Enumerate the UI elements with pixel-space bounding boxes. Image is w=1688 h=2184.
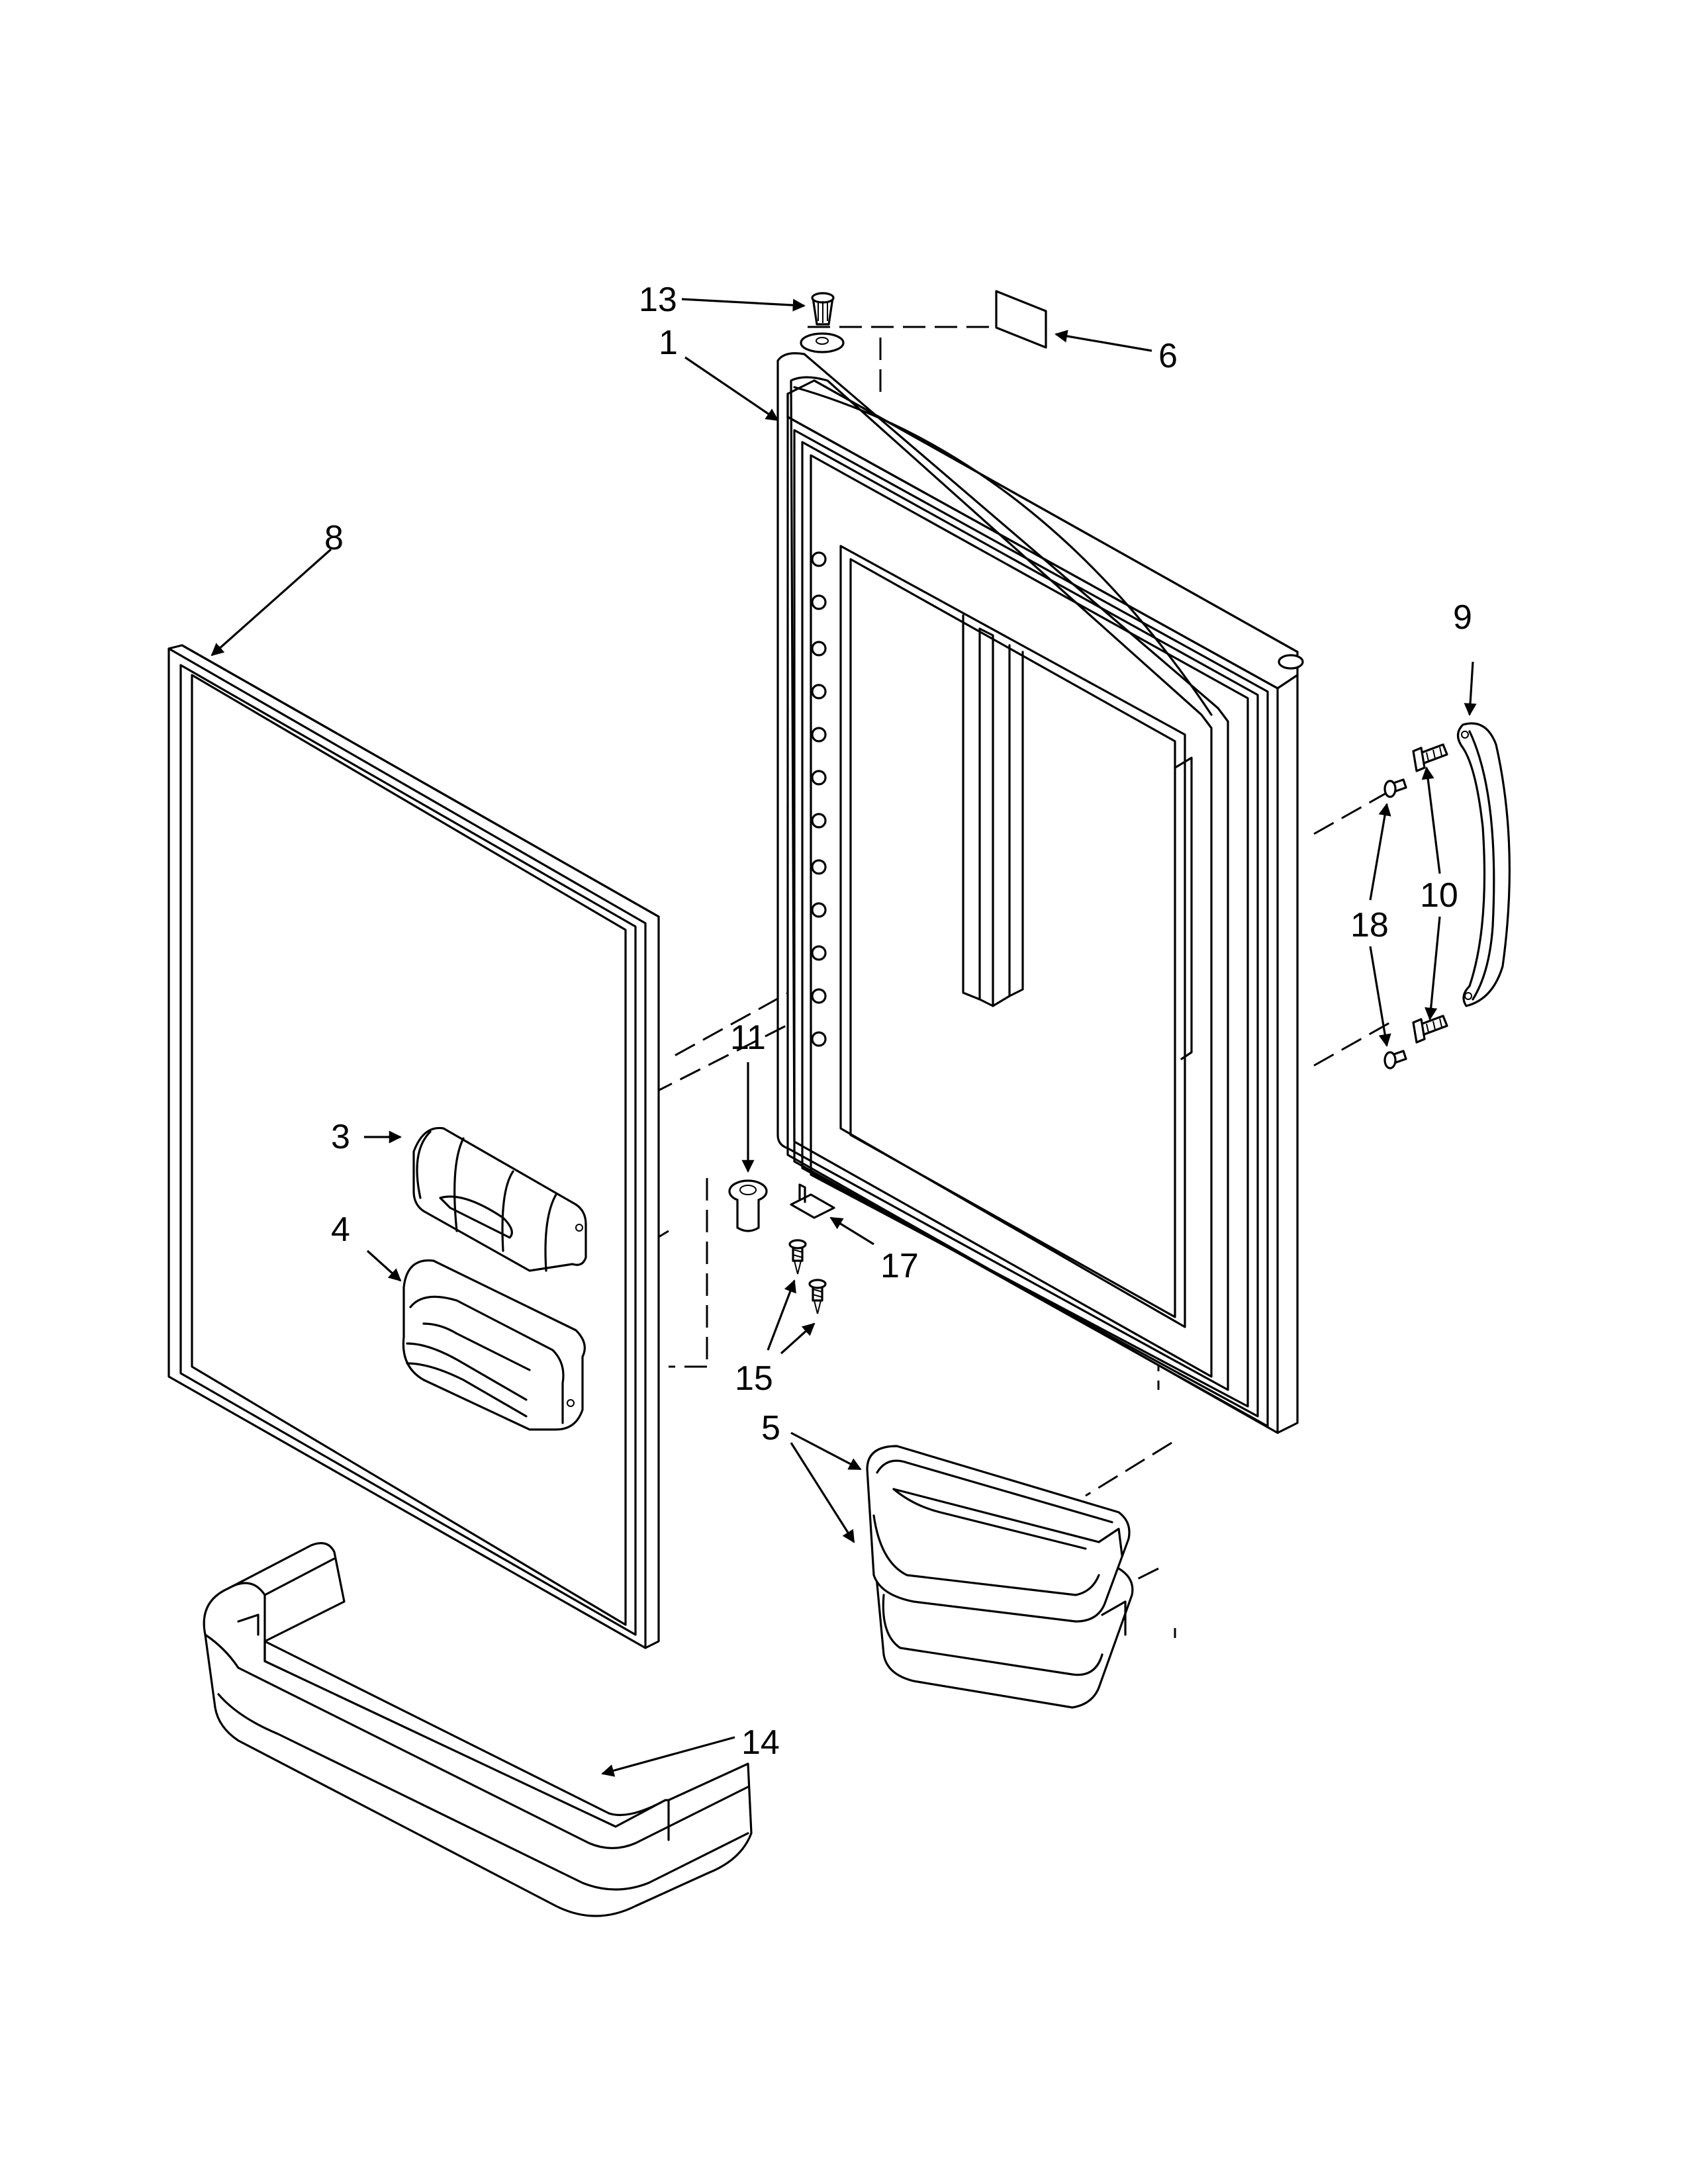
leader-6: [1055, 330, 1152, 352]
dispenser-cover: [412, 1126, 587, 1272]
door-handle: [1456, 722, 1511, 1007]
door-bins: [866, 1445, 1134, 1709]
leader-14: [601, 1736, 735, 1777]
callout-10: 10: [1420, 876, 1458, 915]
callout-6: 6: [1158, 337, 1178, 375]
leader-5-b: [790, 1442, 855, 1543]
leader-10-up: [1421, 766, 1441, 874]
handle-fasteners: [1383, 743, 1448, 1069]
grommet: [728, 1179, 768, 1232]
leader-15-a: [767, 1279, 796, 1351]
leader-15-b: [780, 1322, 816, 1355]
leader-9: [1464, 661, 1477, 716]
door-assembly: [776, 332, 1304, 1434]
callout-4: 4: [331, 1210, 350, 1249]
callouts: 13 1 6 8 9 10 18 11 3 4 17 15: [211, 281, 1477, 1777]
leader-18-down: [1369, 946, 1391, 1047]
callout-1: 1: [659, 324, 678, 362]
leader-13: [681, 298, 806, 312]
screws: [788, 1239, 827, 1314]
callout-3: 3: [331, 1118, 350, 1156]
callout-11: 11: [730, 1019, 766, 1057]
leader-5-a: [790, 1432, 862, 1471]
dispenser-bin: [402, 1259, 586, 1431]
leader-8: [211, 548, 332, 657]
leader-17: [829, 1216, 874, 1246]
callout-13: 13: [639, 281, 677, 319]
shelf-rail: [203, 1542, 753, 1917]
callout-15: 15: [735, 1359, 773, 1398]
door-plug: [811, 292, 835, 326]
callout-18: 18: [1350, 906, 1389, 944]
hinge-clip: [790, 1183, 835, 1219]
callout-14: 14: [741, 1723, 780, 1762]
shelf-clips: [811, 551, 827, 1047]
callout-5: 5: [761, 1409, 780, 1447]
leader-1: [684, 356, 779, 422]
callout-17: 17: [880, 1247, 919, 1285]
callout-9: 9: [1453, 598, 1472, 637]
leader-18-up: [1369, 803, 1391, 901]
door-label: [995, 290, 1047, 349]
leader-4: [366, 1250, 402, 1282]
leader-10-down: [1425, 916, 1441, 1021]
callout-8: 8: [324, 519, 344, 557]
door-panel: [167, 644, 660, 1649]
